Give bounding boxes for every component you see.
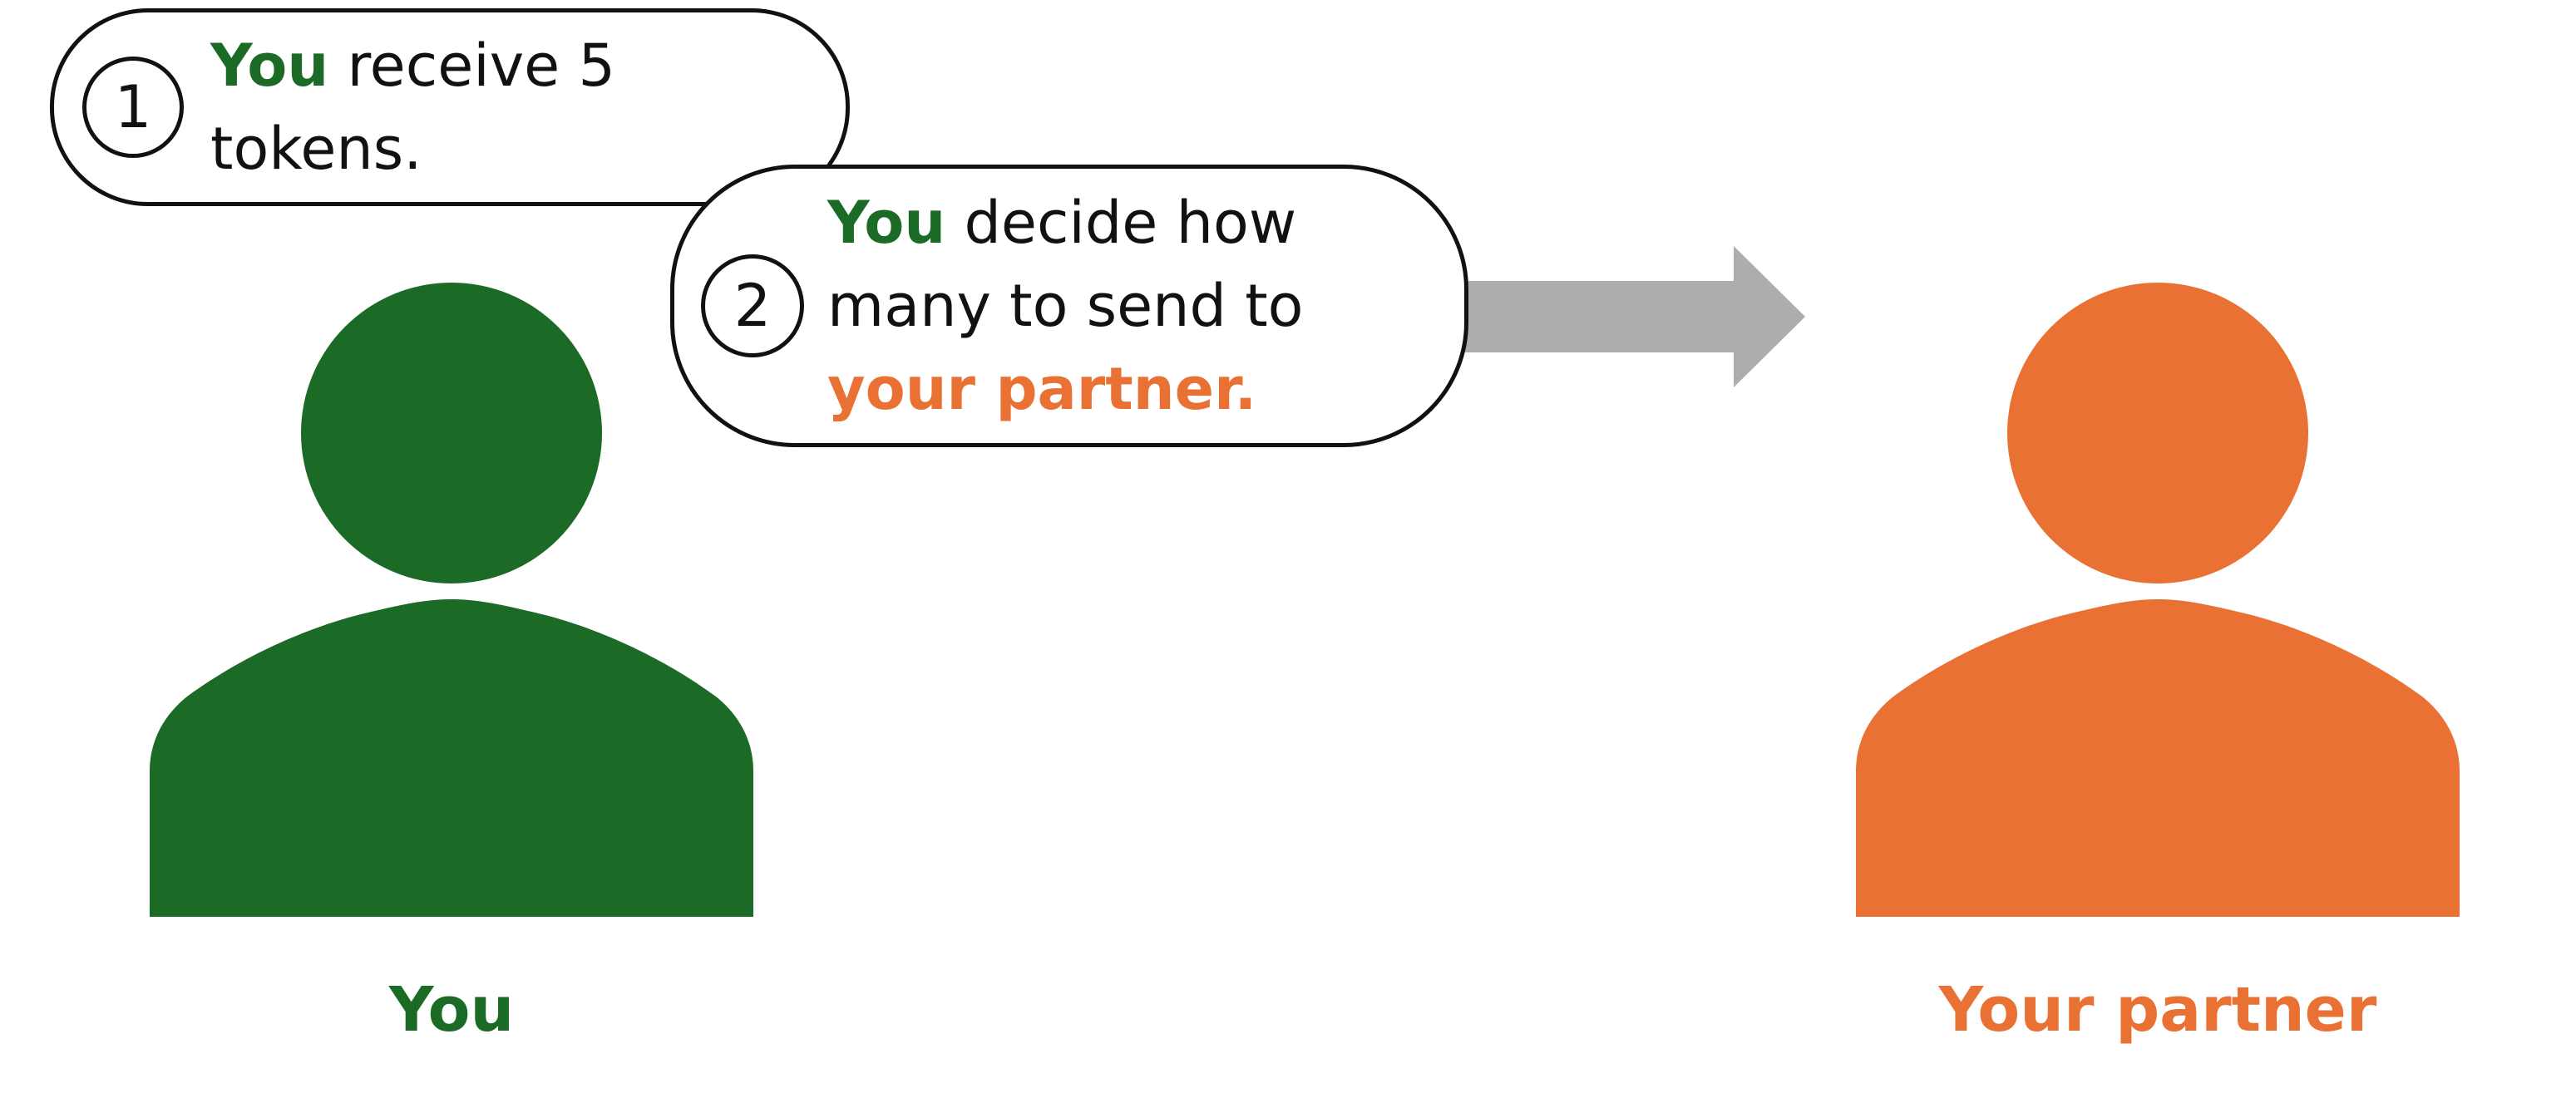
step-1-you-highlight: You — [210, 32, 329, 100]
arrow-right-icon — [1447, 246, 1805, 387]
person-partner-head — [2007, 283, 2308, 583]
step-2-line-1: You decide how — [827, 181, 1304, 264]
step-2-number: 2 — [733, 272, 772, 340]
step-2-text: You decide how many to send to your part… — [827, 181, 1304, 431]
step-2-partner-highlight: your partner. — [827, 355, 1257, 423]
step-2-number-circle: 2 — [701, 254, 804, 357]
step-1-line-1-rest: receive 5 — [328, 32, 616, 100]
person-you-body — [150, 599, 753, 917]
person-partner-body — [1856, 599, 2460, 917]
step-1-line-1: You receive 5 — [210, 24, 615, 107]
person-partner-label: Your partner — [1938, 974, 2377, 1046]
step-1-line-2: tokens. — [210, 115, 422, 183]
step-1-bubble: 1 You receive 5 tokens. — [50, 8, 850, 206]
step-1-text: You receive 5 tokens. — [210, 24, 615, 190]
person-you-icon — [150, 283, 753, 917]
step-2-bubble: 2 You decide how many to send to your pa… — [670, 165, 1468, 447]
step-1-number-circle: 1 — [82, 57, 184, 158]
person-partner-icon — [1856, 283, 2460, 917]
person-you-label: You — [388, 974, 515, 1046]
step-1-number: 1 — [114, 73, 152, 141]
step-2-line-2: many to send to — [827, 272, 1304, 340]
person-you-head — [301, 283, 602, 583]
step-2-you-highlight: You — [827, 189, 946, 257]
step-2-line-1-rest: decide how — [945, 189, 1297, 257]
